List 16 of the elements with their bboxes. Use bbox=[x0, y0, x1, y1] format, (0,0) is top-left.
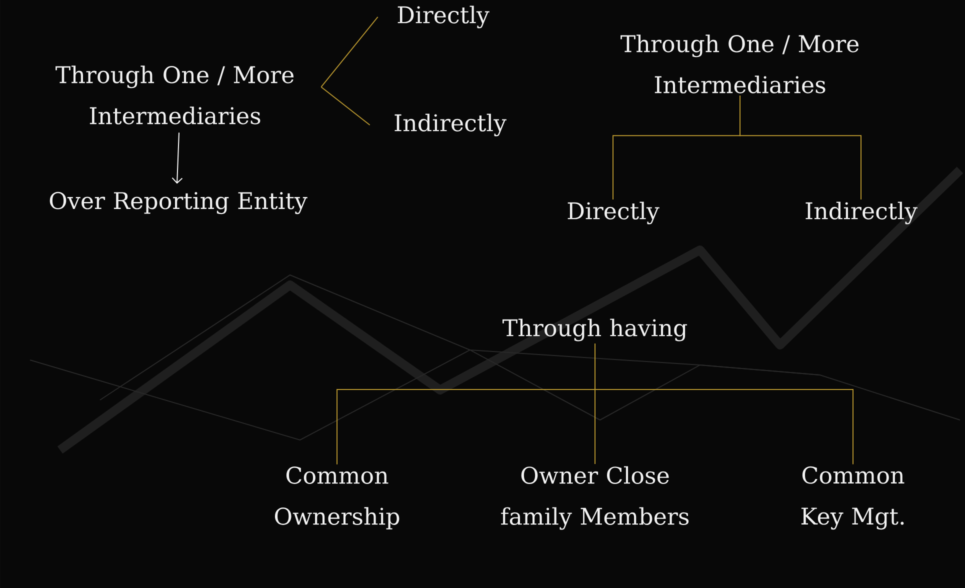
text-label: Common Key Mgt. bbox=[801, 466, 904, 530]
tree-connector bbox=[594, 342, 854, 465]
text-label: Indirectly bbox=[806, 202, 918, 224]
text-label: Directly bbox=[568, 202, 660, 224]
arrow bbox=[172, 132, 183, 184]
tree-connector bbox=[740, 95, 862, 200]
text-label: Through One / More Intermediaries bbox=[620, 34, 859, 94]
text-label: Common Ownership bbox=[274, 466, 400, 530]
text-label: Owner Close family Members bbox=[501, 466, 689, 530]
branch-line bbox=[320, 86, 370, 126]
text-label: Indirectly bbox=[394, 114, 506, 136]
text-label: Through One / More Intermediaries bbox=[56, 66, 294, 124]
branch-line bbox=[320, 16, 378, 88]
text-label: Directly bbox=[398, 6, 490, 28]
text-label: Over Reporting Entity bbox=[50, 192, 308, 214]
text-label: Through having bbox=[502, 318, 688, 342]
